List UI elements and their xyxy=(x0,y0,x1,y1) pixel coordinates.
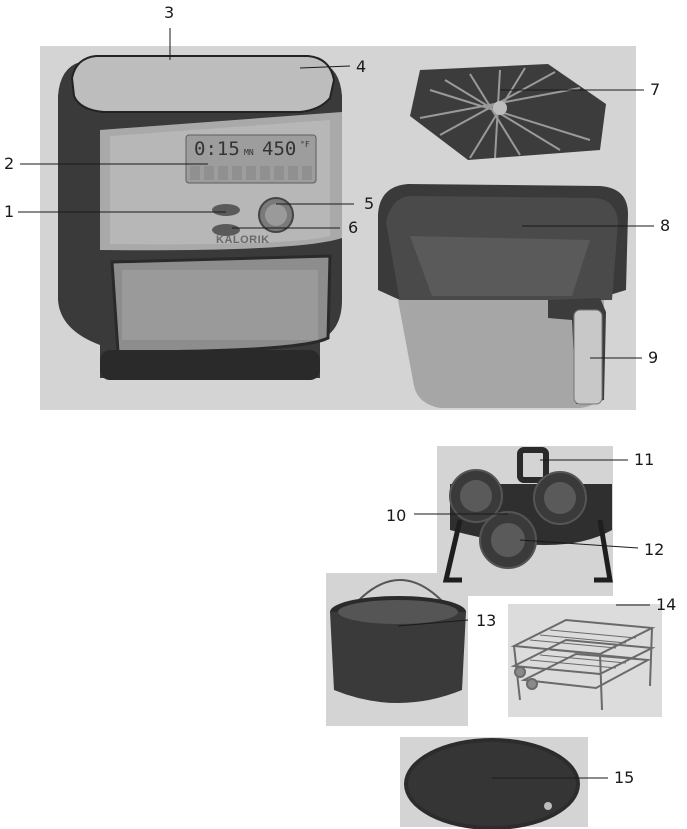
callout-2: 2 xyxy=(4,154,14,173)
callout-3: 3 xyxy=(164,3,174,22)
display-temperature: 450 xyxy=(262,138,296,160)
callout-4: 4 xyxy=(356,57,366,76)
brand-label: KALORIK xyxy=(216,234,270,246)
callout-9: 9 xyxy=(648,348,658,367)
display-time-unit: MN xyxy=(244,148,254,157)
callout-8: 8 xyxy=(660,216,670,235)
callout-7: 7 xyxy=(650,80,660,99)
callout-6: 6 xyxy=(348,218,358,237)
callout-1: 1 xyxy=(4,202,14,221)
display-time: 0:15 xyxy=(194,138,240,160)
callout-14: 14 xyxy=(656,595,676,614)
callout-5: 5 xyxy=(364,194,374,213)
callout-11: 11 xyxy=(634,450,654,469)
crisper-plate xyxy=(410,64,606,160)
dehydrating-rack xyxy=(514,620,652,710)
lcd-readout: 0:15 MN 450 °F xyxy=(190,138,312,164)
lcd-function-grid xyxy=(190,166,312,180)
callout-10: 10 xyxy=(386,506,406,525)
silicone-mat xyxy=(404,738,580,829)
egg-bite-mold xyxy=(446,450,612,580)
cake-barrel xyxy=(330,580,466,703)
callout-12: 12 xyxy=(644,540,664,559)
callout-13: 13 xyxy=(476,611,496,630)
display-temp-unit: °F xyxy=(300,140,310,149)
callout-15: 15 xyxy=(614,768,634,787)
air-fryer-body xyxy=(58,56,342,380)
fry-basket xyxy=(378,184,628,408)
